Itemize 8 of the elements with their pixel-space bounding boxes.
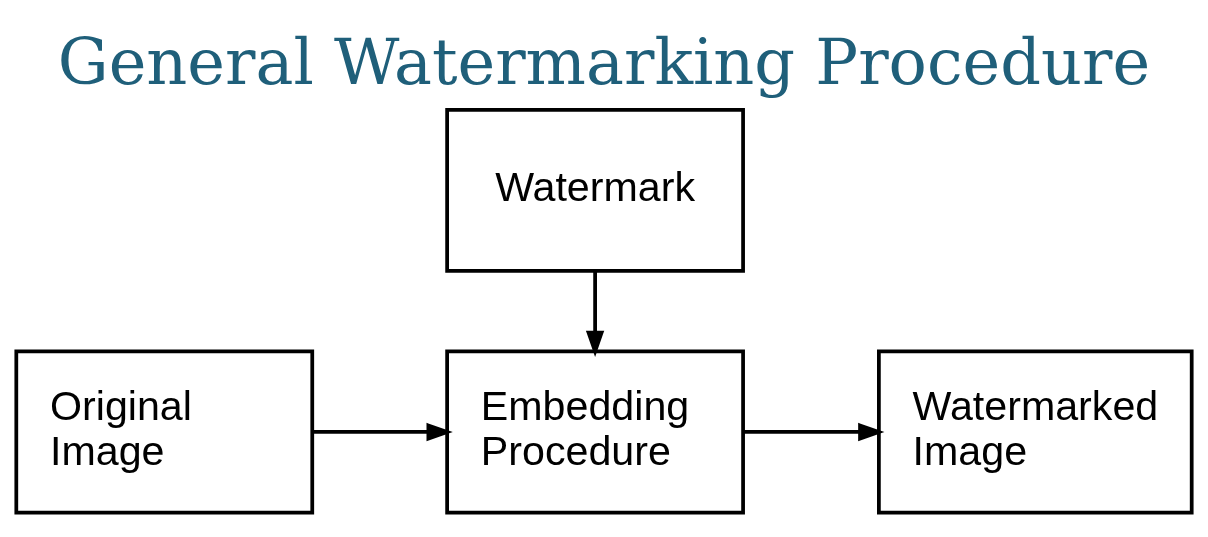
arrow — [585, 270, 605, 357]
node-box: Watermarked Image — [877, 349, 1194, 514]
node-box: Embedding Procedure — [445, 349, 745, 514]
node-box: Original Image — [14, 349, 315, 514]
arrow — [743, 422, 885, 441]
diagram-title: General Watermarking Procedure — [57, 24, 1151, 99]
arrow — [312, 422, 453, 441]
node-box: Watermark — [445, 107, 745, 273]
